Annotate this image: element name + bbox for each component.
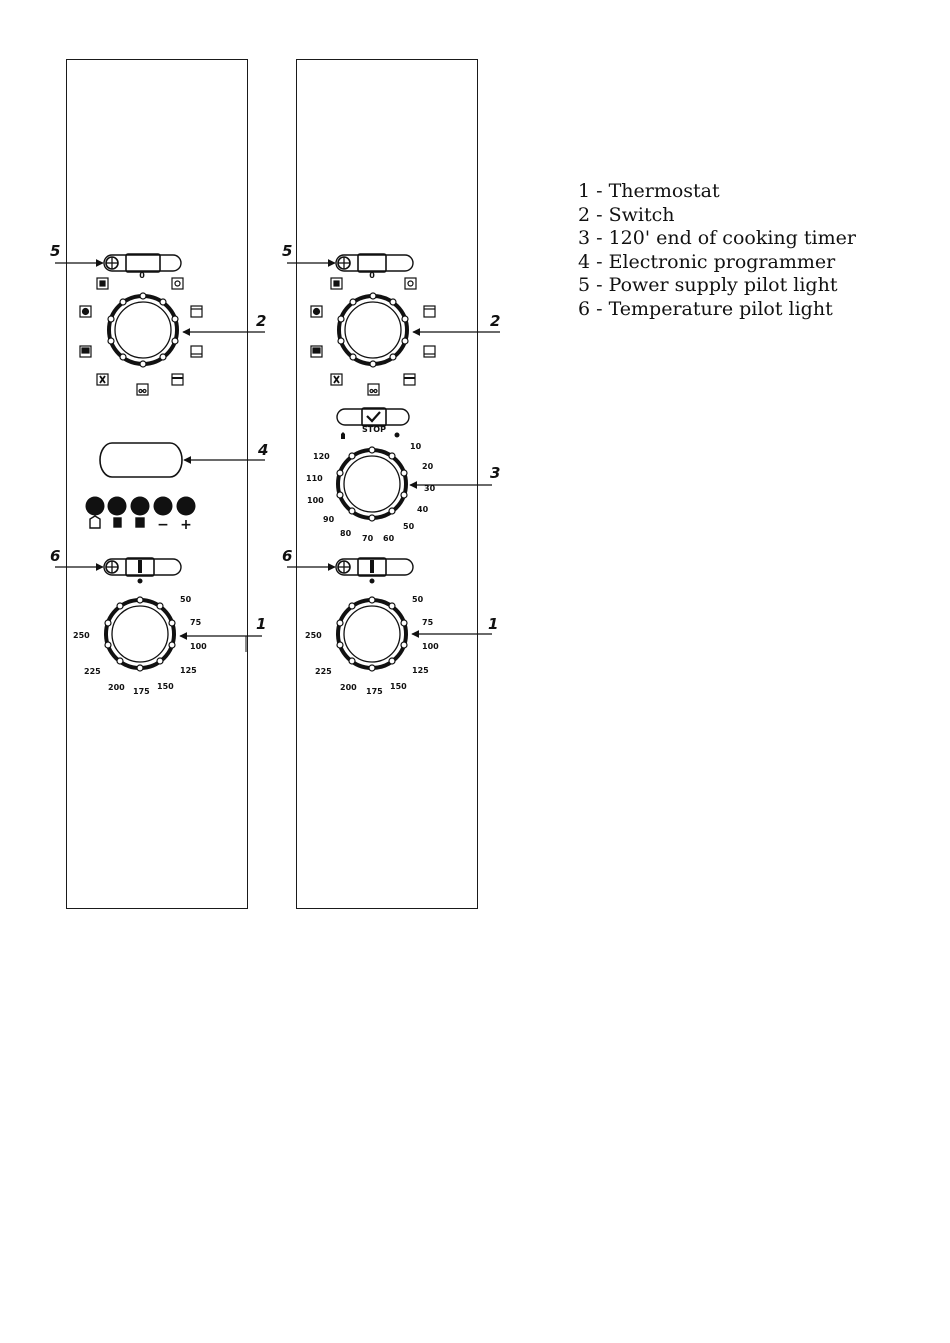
- power-pilot-light-left: [104, 254, 181, 272]
- svg-text:150: 150: [157, 682, 174, 691]
- svg-text:10: 10: [410, 442, 422, 451]
- power-pilot-light-right: [336, 254, 413, 272]
- programmer-button-3[interactable]: [131, 497, 150, 516]
- legend-item-5: 5 - Power supply pilot light: [578, 274, 856, 298]
- minus-icon: −: [157, 517, 169, 533]
- timer-stop-label: STOP: [362, 425, 386, 434]
- programmer-button-2[interactable]: [108, 497, 127, 516]
- timer-knob[interactable]: [337, 447, 407, 521]
- callout-2-left: 2: [256, 312, 266, 330]
- component-legend: 1 - Thermostat 2 - Switch 3 - 120' end o…: [578, 180, 856, 321]
- cook-end-icon: [136, 518, 144, 527]
- legend-item-6: 6 - Temperature pilot light: [578, 298, 856, 322]
- callout-4: 4: [257, 441, 268, 459]
- svg-text:40: 40: [417, 505, 429, 514]
- programmer-button-plus[interactable]: [177, 497, 196, 516]
- svg-text:75: 75: [422, 618, 434, 627]
- switch-zero-label-right: 0: [369, 271, 375, 280]
- electronic-programmer-display: [100, 443, 182, 477]
- cook-start-icon: [114, 518, 121, 527]
- svg-text:50: 50: [403, 522, 415, 531]
- svg-text:60: 60: [383, 534, 395, 543]
- svg-text:225: 225: [315, 667, 332, 676]
- callout-6-left: 6: [50, 547, 60, 565]
- svg-text:110: 110: [306, 474, 323, 483]
- callout-1-left: 1: [256, 615, 266, 633]
- bell-icon: [90, 516, 100, 528]
- programmer-button-1[interactable]: [86, 497, 105, 516]
- svg-text:250: 250: [305, 631, 322, 640]
- callout-3: 3: [490, 464, 500, 482]
- thermostat-knob-left[interactable]: [105, 597, 175, 671]
- hand-icon: [341, 432, 345, 439]
- temperature-pilot-light-right: [336, 558, 413, 584]
- svg-text:120: 120: [313, 452, 330, 461]
- svg-text:125: 125: [180, 666, 197, 675]
- svg-text:50: 50: [412, 595, 424, 604]
- dot-icon: [395, 433, 400, 438]
- thermometer-icon: [370, 560, 374, 573]
- callout-5-right: 5: [282, 242, 292, 260]
- svg-text:100: 100: [307, 496, 324, 505]
- switch-zero-label-left: 0: [139, 271, 145, 280]
- thermostat-knob-right[interactable]: [337, 597, 407, 671]
- svg-text:75: 75: [190, 618, 202, 627]
- svg-text:90: 90: [323, 515, 335, 524]
- svg-text:70: 70: [362, 534, 374, 543]
- plus-icon: +: [180, 517, 192, 533]
- programmer-buttons: [86, 497, 196, 516]
- svg-text:150: 150: [390, 682, 407, 691]
- svg-text:80: 80: [340, 529, 352, 538]
- legend-item-3: 3 - 120' end of cooking timer: [578, 227, 856, 251]
- check-icon: [367, 412, 380, 421]
- svg-text:50: 50: [180, 595, 192, 604]
- thermometer-icon: [138, 560, 142, 573]
- programmer-button-minus[interactable]: [154, 497, 173, 516]
- callout-6-right: 6: [282, 547, 292, 565]
- svg-text:20: 20: [422, 462, 434, 471]
- svg-text:250: 250: [73, 631, 90, 640]
- callout-2-right: 2: [490, 312, 500, 330]
- legend-item-4: 4 - Electronic programmer: [578, 251, 856, 275]
- svg-text:175: 175: [133, 687, 150, 696]
- timer-indicator: [337, 408, 409, 439]
- svg-text:200: 200: [108, 683, 125, 692]
- svg-text:200: 200: [340, 683, 357, 692]
- svg-text:225: 225: [84, 667, 101, 676]
- legend-item-1: 1 - Thermostat: [578, 180, 856, 204]
- callout-5-left: 5: [50, 242, 60, 260]
- svg-text:175: 175: [366, 687, 383, 696]
- svg-text:125: 125: [412, 666, 429, 675]
- programmer-button-icons: [90, 516, 144, 528]
- callout-1-right: 1: [488, 615, 498, 633]
- function-switch-knob-right[interactable]: [338, 293, 408, 367]
- svg-text:100: 100: [422, 642, 439, 651]
- legend-item-2: 2 - Switch: [578, 204, 856, 228]
- temperature-pilot-light-left: [104, 558, 181, 584]
- svg-text:100: 100: [190, 642, 207, 651]
- function-switch-knob-left[interactable]: [108, 293, 178, 367]
